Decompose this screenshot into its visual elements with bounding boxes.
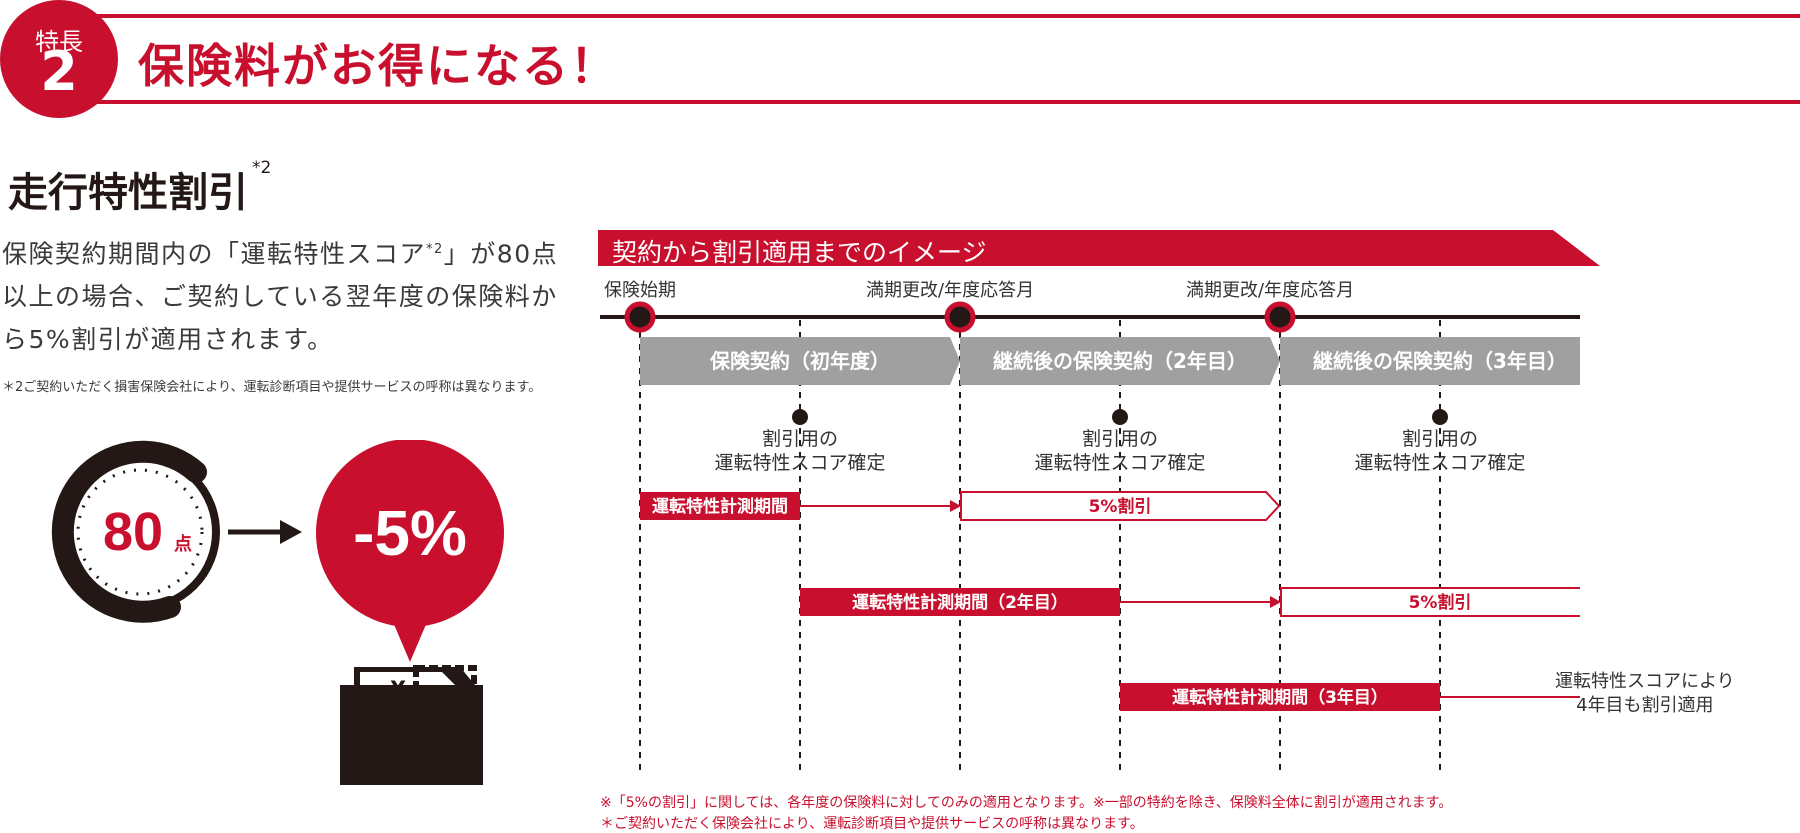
feature-badge: 特長 2: [0, 0, 118, 118]
phase-year3: 継続後の保険契約（3年目）: [1313, 349, 1567, 373]
score-fixed-3-line2: 運転特性スコア確定: [1354, 452, 1525, 474]
description-sup: *2: [426, 242, 444, 257]
yen-icon: ¥: [390, 678, 406, 703]
measure-period-bar-2: [800, 588, 1120, 616]
discount-timeline-diagram: 保険始期 満期更改/年度応答月 満期更改/年度応答月 保険契約（初年度） 継続後…: [600, 280, 1580, 775]
discount-bubble: [316, 440, 504, 662]
discount-chevron-1: [960, 491, 1281, 521]
header-bottom-rule: [60, 100, 1800, 104]
discount-label-2: 5%割引: [1409, 592, 1472, 613]
timeline-label-start: 保険始期: [604, 280, 676, 301]
timeline-markers: [624, 301, 1296, 333]
timeline-label-renewal-1: 満期更改/年度応答月: [866, 280, 1034, 301]
phase-chevrons: [640, 337, 1580, 385]
measure-period-2: 運転特性計測期間（2年目）: [852, 592, 1068, 613]
description: 保険契約期間内の「運転特性スコア*2」が80点以上の場合、ご契約している翌年度の…: [2, 228, 562, 361]
year4-note-line2: 4年目も割引適用: [1576, 695, 1714, 716]
score-fixed-2-line1: 割引用の: [1082, 428, 1158, 450]
page-title: 保険料がお得になる！: [138, 39, 618, 93]
year4-note: 運転特性スコアにより 4年目も割引適用: [1555, 670, 1735, 718]
discount-value: -5%: [353, 497, 467, 569]
arrow-right-icon: [228, 520, 302, 544]
year4-note-line1: 運転特性スコアにより: [1555, 671, 1735, 692]
badge-number: 2: [40, 40, 78, 103]
measure-period-bar-1: [640, 492, 800, 520]
diagram-banner-text: 契約から割引適用までのイメージ: [612, 238, 987, 267]
footnote-left: ＊2ご契約いただく損害保険会社により、運転診断項目や提供サービスの呼称は異なりま…: [2, 380, 542, 395]
footnote-discount: ※「5%の割引」に関しては、各年度の保険料に対してのみの適用となります。※一部の…: [600, 795, 1453, 811]
score-unit: 点: [174, 533, 192, 555]
description-part2: 」が80点以上の場合、ご契約している翌年度の保険料から5%割引が適用されます。: [2, 239, 559, 355]
period-arrow-3: [1440, 696, 1580, 698]
measure-period-3: 運転特性計測期間（3年目）: [1172, 687, 1388, 708]
diagram-banner: [598, 230, 1600, 266]
score-fixed-markers: [792, 409, 1448, 425]
score-fixed-3-line1: 割引用の: [1402, 428, 1478, 450]
timeline-label-renewal-2: 満期更改/年度応答月: [1186, 280, 1354, 301]
score-value: 80: [103, 502, 163, 562]
score-fixed-1-line2: 運転特性スコア確定: [714, 452, 885, 474]
measure-period-bar-3: [1120, 683, 1440, 711]
score-discount-illustration: 80 点 -5% ¥: [51, 440, 504, 785]
stopwatch-icon: [51, 440, 220, 623]
score-fixed-2-line2: 運転特性スコア確定: [1034, 452, 1205, 474]
section-title-text: 走行特性割引: [8, 170, 248, 216]
section-title-note: *2: [252, 158, 272, 178]
badge-label: 特長: [35, 28, 83, 56]
timeline-axis: [600, 315, 1580, 319]
timeline-guides: [639, 320, 1441, 775]
measure-period-1: 運転特性計測期間: [652, 496, 788, 517]
description-part1: 保険契約期間内の「運転特性スコア: [2, 239, 427, 269]
header-top-rule: [60, 14, 1800, 18]
score-fixed-1-line1: 割引用の: [762, 428, 838, 450]
footnote-naming: ＊ご契約いただく保険会社により、運転診断項目や提供サービスの呼称は異なります。: [600, 816, 1144, 832]
phase-year1: 保険契約（初年度）: [709, 349, 890, 373]
period-arrow-2: [1120, 596, 1281, 608]
discount-chevron-2: [1280, 587, 1580, 617]
phase-year2: 継続後の保険契約（2年目）: [993, 349, 1247, 373]
period-arrow-1: [800, 500, 961, 512]
wallet-icon: [340, 665, 483, 785]
discount-label-1: 5%割引: [1089, 496, 1152, 517]
section-title: 走行特性割引*2: [8, 158, 272, 218]
